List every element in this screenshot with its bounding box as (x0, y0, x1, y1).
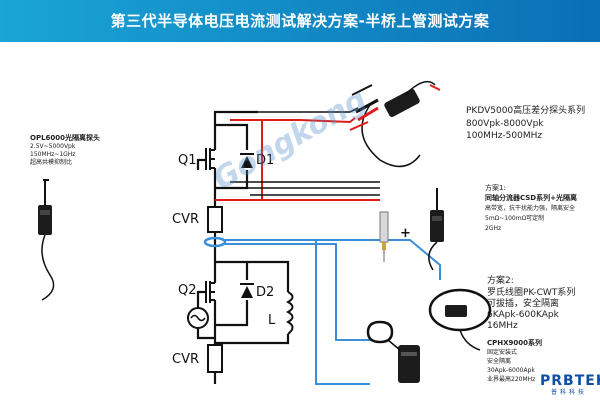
scheme1-title: 同轴分流器CSD系列+光隔离 (485, 194, 577, 202)
cvr-bottom-label: CVR (172, 352, 200, 367)
cvr-top-label: CVR (172, 212, 200, 227)
scheme2-line-1: 罗氏线圈PK-CWT系列 (487, 288, 576, 298)
opl-title: OPL6000光隔离探头 (30, 134, 101, 142)
blue-probe-wires (222, 239, 441, 385)
q2-label: Q2 (178, 283, 197, 298)
rogowski-coil-icon (203, 236, 227, 248)
title-banner (0, 0, 600, 42)
black-probe-wires (225, 107, 380, 196)
scheme2-line-2: 可拔插，安全隔离 (487, 299, 560, 309)
csd-shunt-icon (379, 211, 389, 262)
pkdv-line-1: 800Vpk-8000Vpk (466, 119, 544, 129)
scheme2-heading: 方案2: (487, 276, 514, 286)
cphx-line-1: 固定安装式 (487, 349, 518, 356)
cphx-probe-icon (366, 320, 420, 383)
logo-main-text: PRBTEK (540, 373, 600, 389)
cvr-top-resistor (207, 206, 223, 233)
inductor-symbol (285, 291, 294, 335)
opl-line-1: 2.5V~5000Vpk (30, 143, 76, 150)
scheme1-line-1: 高带宽，抗干扰能力强，隔离安全 (485, 205, 576, 212)
pkdv-probe-icon (349, 80, 441, 168)
opl-line-2: 150MHz~1GHz (30, 151, 76, 158)
pkdv-line-2: 100MHz-500MHz (466, 131, 543, 141)
prbtek-logo: PRBTEK 普科科技 (540, 373, 600, 397)
opl-line-3: 超高共模抑制比 (30, 159, 73, 166)
plus-sign: + (400, 226, 411, 241)
d2-symbol (240, 283, 254, 298)
cwt-probe-icon (428, 288, 492, 351)
q1-label: Q1 (178, 153, 197, 168)
q2-symbol (205, 281, 215, 303)
optical-isolated-probe-icon (428, 188, 444, 271)
cphx-line-3: 30Apk-6000Apk (487, 367, 535, 374)
scheme1-line-3: 2GHz (485, 225, 502, 232)
logo-sub-text: 普科科技 (550, 389, 587, 396)
scheme1-line-2: 5mΩ~100mΩ可定制 (485, 215, 545, 222)
d1-symbol (240, 153, 254, 168)
cphx-line-2: 安全隔离 (487, 358, 512, 365)
scheme1-heading: 方案1: (485, 184, 506, 192)
page-title: 第三代半导体电压电流测试解决方案-半桥上管测试方案 (110, 12, 490, 30)
cphx-title: CPHX9000系列 (487, 339, 543, 347)
q1-symbol (205, 148, 215, 170)
opl-probe-icon (38, 179, 55, 301)
d2-label: D2 (256, 285, 275, 300)
cvr-bottom-resistor (207, 344, 223, 373)
scheme2-line-3: 6KApk-600KApk (487, 310, 559, 320)
scheme2-line-4: 16MHz (487, 321, 518, 331)
cphx-line-4: 业界最高220MHz (487, 376, 536, 383)
red-probe-wires (215, 117, 380, 201)
pkdv-title: PKDV5000高压差分探头系列 (466, 106, 586, 116)
inductor-label: L (268, 313, 276, 328)
d1-label: D1 (256, 153, 275, 168)
